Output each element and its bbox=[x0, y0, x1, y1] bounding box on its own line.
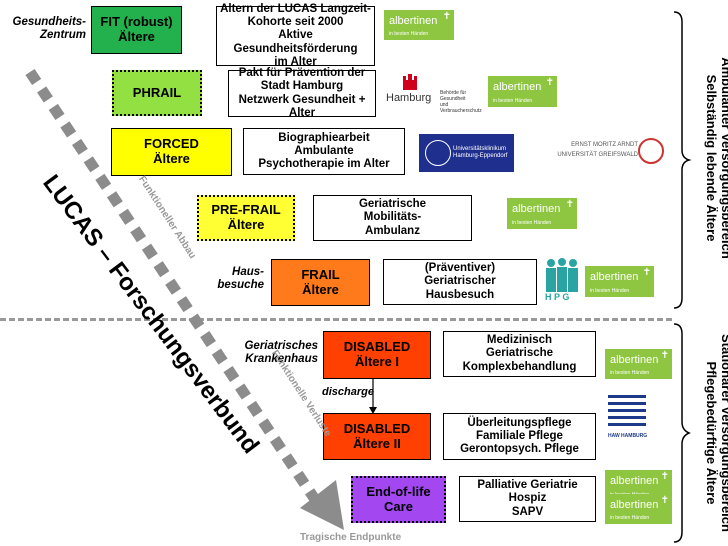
brace-ambulant bbox=[673, 11, 692, 309]
label-krankenhaus: Geriatrisches Krankenhaus bbox=[244, 340, 318, 366]
label-tragische-endpunkte: Tragische Endpunkte bbox=[300, 532, 402, 543]
hamburg-castle-icon bbox=[403, 74, 417, 90]
label-stationaer: Stationärer Versorgungsbereich Pflegebed… bbox=[704, 334, 728, 532]
desc-phrail: Pakt für Prävention der Stadt Hamburg Ne… bbox=[228, 67, 376, 119]
desc-disabled-1: Medizinisch Geriatrische Komplexbehandlu… bbox=[443, 331, 596, 377]
label-gesundheitszentrum: Gesundheits- Zentrum bbox=[12, 16, 86, 42]
label-discharge: discharge bbox=[322, 386, 374, 398]
greifswald-logo: ERNST MORITZ ARNDT UNIVERSITÄT GREIFSWAL… bbox=[516, 134, 666, 172]
uke-logo: Universitätsklinikum Hamburg-Eppendorf bbox=[419, 134, 514, 172]
albertinen-logo: albertinen✝in besten Händen bbox=[585, 266, 654, 297]
category-prefrail: PRE-FRAIL Ältere bbox=[197, 195, 295, 241]
desc-disabled-2: Überleitungspflege Familiale Pflege Gero… bbox=[443, 413, 596, 460]
category-frail: FRAIL Ältere bbox=[271, 259, 370, 306]
category-forced: FORCED Ältere bbox=[111, 128, 232, 176]
section-divider bbox=[0, 318, 672, 321]
category-disabled-2: DISABLED Ältere II bbox=[323, 413, 431, 460]
label-hausbesuche: Haus- besuche bbox=[217, 266, 264, 292]
desc-frail: (Präventiver) Geriatrischer Hausbesuch bbox=[383, 259, 537, 305]
hpg-logo: H P G bbox=[543, 258, 581, 304]
category-phrail: PHRAIL bbox=[112, 70, 202, 116]
brace-stationaer bbox=[673, 323, 691, 543]
albertinen-logo: albertinen✝in besten Händen bbox=[605, 349, 672, 379]
uke-seal-icon bbox=[425, 140, 451, 166]
hamburg-behoerde-logo: Hamburg Behörde für Gesundheit und Verbr… bbox=[384, 72, 484, 114]
discharge-arrow bbox=[369, 379, 377, 414]
greifswald-seal-icon bbox=[638, 138, 664, 164]
albertinen-logo: albertinen✝in besten Händen bbox=[384, 10, 454, 40]
haw-stripes-icon bbox=[608, 395, 646, 426]
albertinen-logo: albertinen✝in besten Händen bbox=[488, 76, 557, 107]
albertinen-logo: albertinen✝in besten Händen bbox=[507, 198, 577, 229]
label-ambulant: Ambulanter Versorgungsbereich Selbständi… bbox=[704, 57, 728, 259]
desc-end-of-life: Palliative Geriatrie Hospiz SAPV bbox=[459, 476, 596, 522]
desc-fit: Altern der LUCAS Langzeit- Kohorte seit … bbox=[216, 3, 375, 68]
hpg-figures-icon bbox=[546, 258, 578, 292]
category-disabled-1: DISABLED Ältere I bbox=[323, 331, 431, 379]
category-fit: FIT (robust) Ältere bbox=[91, 6, 182, 54]
desc-forced: Biographiearbeit Ambulante Psychotherapi… bbox=[243, 128, 405, 175]
haw-hamburg-logo: HAW HAMBURG bbox=[606, 393, 648, 443]
category-end-of-life: End-of-life Care bbox=[351, 476, 446, 523]
albertinen-logo: albertinen✝in besten Händen bbox=[605, 494, 672, 524]
desc-prefrail: Geriatrische Mobilitäts- Ambulanz bbox=[313, 195, 472, 241]
